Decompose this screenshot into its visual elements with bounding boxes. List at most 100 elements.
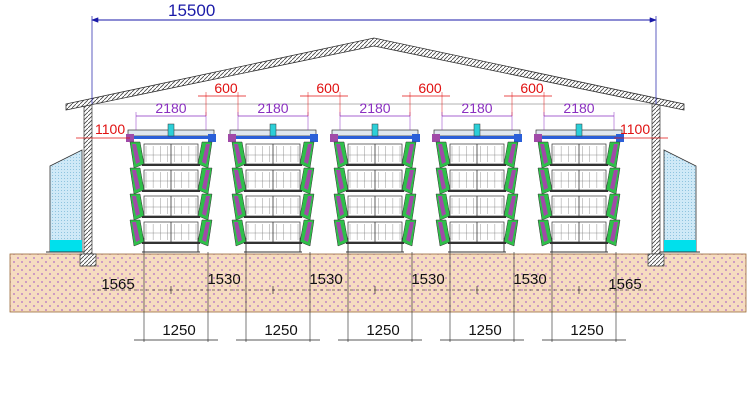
cage-right-egg-tray — [610, 222, 618, 242]
cage-manure-belt — [244, 164, 302, 166]
cage-left-egg-tray — [438, 222, 446, 242]
cage-left-egg-tray — [234, 170, 242, 190]
left-side-gap-label: 1100 — [95, 121, 125, 137]
cage-manure-belt — [346, 216, 404, 218]
floor-slab — [9, 253, 747, 313]
aisle-width-label: 600 — [418, 80, 442, 96]
cage-width-label: 2180 — [563, 100, 594, 116]
cage-left-egg-tray — [438, 144, 446, 164]
cage-left-egg-tray — [234, 196, 242, 216]
aisle-width-label: 600 — [214, 80, 238, 96]
cage-manure-belt — [244, 216, 302, 218]
cage-left-egg-tray — [438, 196, 446, 216]
cage-corner-right — [412, 134, 420, 142]
cage-manure-belt — [142, 164, 200, 166]
floor-edge-dim-label: 1565 — [101, 276, 134, 293]
cage-base-dim-label: 1250 — [366, 322, 399, 339]
cage-manure-belt — [346, 242, 404, 244]
cage-left-egg-tray — [336, 222, 344, 242]
cage-right-egg-tray — [406, 222, 414, 242]
cage-left-egg-tray — [132, 144, 140, 164]
cage-right-egg-tray — [202, 196, 210, 216]
floor-between-dim-label: 1530 — [513, 271, 546, 288]
cage-unit — [432, 123, 522, 253]
feeder-hopper — [371, 123, 379, 137]
cage-right-egg-tray — [304, 144, 312, 164]
cage-corner-left — [228, 134, 236, 142]
cage-top-trough — [334, 136, 416, 139]
cage-right-egg-tray — [304, 196, 312, 216]
cage-width-label: 2180 — [155, 100, 186, 116]
cage-right-egg-tray — [610, 144, 618, 164]
cage-corner-left — [534, 134, 542, 142]
cage-right-egg-tray — [610, 170, 618, 190]
roof — [65, 37, 685, 111]
cage-manure-belt — [550, 216, 608, 218]
cage-manure-belt — [346, 164, 404, 166]
cage-right-egg-tray — [202, 144, 210, 164]
cage-manure-belt — [346, 190, 404, 192]
cage-manure-belt — [448, 190, 506, 192]
cage-base-dim-label: 1250 — [468, 322, 501, 339]
cage-manure-belt — [550, 164, 608, 166]
cage-left-egg-tray — [336, 144, 344, 164]
cage-top-trough — [436, 136, 518, 139]
cage-right-egg-tray — [406, 170, 414, 190]
cage-units — [126, 123, 624, 253]
cage-width-label: 2180 — [257, 100, 288, 116]
cage-left-egg-tray — [132, 222, 140, 242]
cage-left-egg-tray — [540, 222, 548, 242]
cage-left-egg-tray — [132, 170, 140, 190]
cage-left-egg-tray — [336, 196, 344, 216]
feeder-hopper — [269, 123, 277, 137]
cage-right-egg-tray — [406, 196, 414, 216]
cage-unit — [228, 123, 318, 253]
cage-manure-belt — [142, 242, 200, 244]
cage-unit — [126, 123, 216, 253]
cage-unit — [534, 123, 624, 253]
cage-corner-right — [310, 134, 318, 142]
floor-between-dim-label: 1530 — [207, 271, 240, 288]
cage-manure-belt — [142, 190, 200, 192]
cage-right-egg-tray — [508, 170, 516, 190]
cage-right-egg-tray — [508, 144, 516, 164]
cage-base-dim-label: 1250 — [570, 322, 603, 339]
cage-left-egg-tray — [234, 144, 242, 164]
cage-corner-right — [514, 134, 522, 142]
side-gap-dimensions: 1100 1100 — [76, 121, 668, 139]
cage-manure-belt — [142, 216, 200, 218]
cage-width-label: 2180 — [359, 100, 390, 116]
cage-left-egg-tray — [540, 144, 548, 164]
cage-left-egg-tray — [540, 170, 548, 190]
right-wall — [651, 103, 661, 255]
overall-dimension: 15500 — [91, 1, 657, 104]
floor-between-dim-label: 1530 — [309, 271, 342, 288]
cage-left-egg-tray — [132, 196, 140, 216]
cage-corner-left — [330, 134, 338, 142]
feeder-hopper — [473, 123, 481, 137]
cage-manure-belt — [448, 164, 506, 166]
cage-manure-belt — [448, 216, 506, 218]
floor-between-dim-label: 1530 — [411, 271, 444, 288]
cage-top-trough — [538, 136, 620, 139]
right-footing — [647, 253, 665, 267]
cage-base-dim-label: 1250 — [162, 322, 195, 339]
cage-left-egg-tray — [438, 170, 446, 190]
left-footing — [79, 253, 97, 267]
floor-edge-dim-label: 1565 — [608, 276, 641, 293]
cage-left-egg-tray — [336, 170, 344, 190]
aisle-width-label: 600 — [520, 80, 544, 96]
cage-unit — [330, 123, 420, 253]
cage-manure-belt — [550, 242, 608, 244]
overall-dimension-label: 15500 — [168, 1, 215, 20]
cage-right-egg-tray — [304, 222, 312, 242]
cage-manure-belt — [244, 190, 302, 192]
cage-manure-belt — [448, 242, 506, 244]
cage-right-egg-tray — [508, 196, 516, 216]
cage-manure-belt — [550, 190, 608, 192]
cage-corner-left — [432, 134, 440, 142]
cage-width-label: 2180 — [461, 100, 492, 116]
